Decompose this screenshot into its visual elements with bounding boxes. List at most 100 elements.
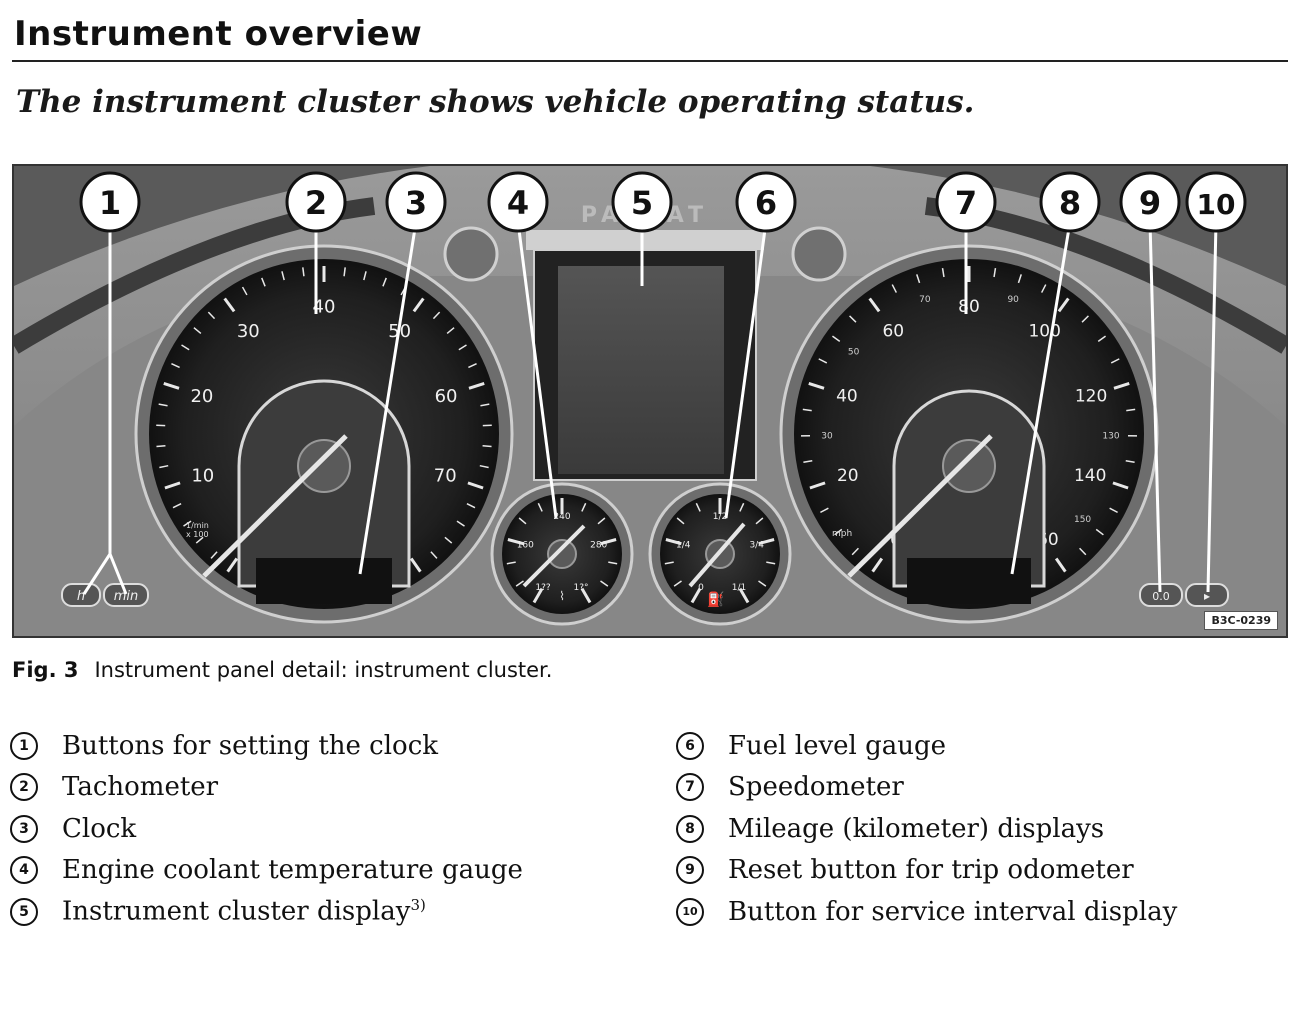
legend-number: 9 (676, 856, 704, 885)
tachometer-tick (158, 403, 168, 407)
legend-number: 4 (10, 856, 38, 885)
callout-marker-circle (611, 171, 673, 233)
page-subtitle: The instrument cluster shows vehicle ope… (16, 84, 975, 120)
clock-hour-button[interactable] (61, 583, 101, 607)
speedometer-tick (871, 557, 884, 573)
clock-buttons[interactable]: h min (61, 583, 149, 607)
tachometer: 01020304050607080 1/min x 100 (134, 244, 514, 624)
tachometer-tick (382, 277, 387, 287)
tachometer-tick (156, 445, 166, 448)
speedometer-tick (1097, 335, 1106, 342)
tachometer-tick (171, 362, 180, 369)
tachometer-tick (195, 536, 204, 544)
legend-item: 3 Clock (10, 808, 523, 850)
callout-line-4 (516, 221, 558, 519)
tachometer-needle (202, 434, 348, 578)
clock-minute-button[interactable] (103, 583, 149, 607)
fuel-gauge-tick-label: 1/2 (713, 512, 727, 522)
fuel-gauge-tick (766, 561, 776, 565)
tachometer-tick (302, 267, 305, 277)
brand-plate (526, 230, 764, 250)
coolant-gauge-tick (537, 502, 543, 512)
speedometer-tick (820, 507, 829, 514)
tachometer-tick (181, 344, 190, 351)
fuel-gauge-tick-label: 0 (698, 583, 704, 593)
mileage-display (907, 558, 1031, 604)
coolant-symbol-icon: ⌇ (559, 589, 565, 603)
coolant-gauge-tick (600, 538, 617, 546)
indicator-ring-right (791, 226, 847, 282)
tachometer-tick-label: 30 (237, 321, 260, 342)
callout-marker-circle (385, 171, 447, 233)
cluster-illustration: 01020304050607080 1/min x 100 0204060801… (14, 166, 1286, 636)
legend-text: Buttons for setting the clock (62, 730, 439, 761)
speedometer-minor-label: 30 (821, 432, 833, 442)
callout-line-1a (82, 553, 112, 595)
fuel-gauge-tick (738, 587, 750, 604)
speedometer-unit: mph (832, 529, 852, 539)
callout-line-9 (1148, 221, 1162, 593)
callout-marker-circle (1039, 171, 1101, 233)
speedometer-minor-label: 90 (1007, 295, 1019, 305)
speedometer-tick (1112, 481, 1129, 490)
callout-marker-label: 10 (1197, 188, 1236, 221)
tachometer-tick (363, 271, 367, 281)
tachometer-tick-label: 20 (190, 386, 213, 407)
speedometer-tick-label: 40 (836, 386, 858, 406)
tachometer-unit-line2: x 100 (186, 530, 209, 539)
tachometer-tick-label: 70 (434, 465, 457, 486)
coolant-gauge-needle (522, 524, 586, 588)
speedometer-tick (916, 274, 921, 284)
callout-marker-label: 8 (1059, 184, 1081, 222)
clock-hour-label: h (77, 589, 85, 604)
tachometer-tick (207, 311, 216, 320)
coolant-gauge-tick-label: 240 (553, 512, 570, 522)
speedometer-tick (818, 358, 828, 364)
tachometer-tick (343, 267, 346, 277)
legend-item: 8 Mileage (kilometer) displays (676, 808, 1177, 850)
coolant-gauge-tick-label: 1?? (535, 583, 551, 593)
legend-number: 1 (10, 731, 38, 760)
legend-item: 2 Tachometer (10, 767, 523, 809)
fuel-pump-icon: ⛽ (707, 591, 724, 608)
legend-text: Mileage (kilometer) displays (728, 813, 1105, 844)
fuel-gauge-tick (690, 587, 702, 604)
fuel-gauge-tick (676, 517, 685, 525)
figure-caption-text: Instrument panel detail: instrument clus… (94, 658, 553, 682)
tachometer-tick (479, 464, 489, 469)
speedometer: 02040608010012014016030507090130150 mph (779, 244, 1159, 624)
callout-marker-circle (935, 171, 997, 233)
speedometer-tick (941, 267, 945, 278)
legend-right-column: 6 Fuel level gauge 7 Speedometer 8 Milea… (676, 725, 1177, 933)
coolant-gauge-tick (580, 587, 592, 604)
legend-text: Fuel level gauge (728, 730, 947, 761)
callout-marker-circle (79, 171, 141, 233)
speedometer-tick (1054, 557, 1067, 573)
speedometer-tick (1057, 297, 1070, 313)
fuel-gauge-tick (758, 538, 775, 546)
callout-marker-label: 4 (507, 184, 529, 222)
legend-number: 10 (676, 897, 704, 926)
trip-reset-label: 0.0 (1152, 590, 1170, 603)
tachometer-tick (456, 520, 465, 527)
fuel-gauge-tick (755, 517, 764, 525)
speedometer-tick (891, 284, 898, 293)
fuel-gauge-tick-label: 1/1 (732, 583, 746, 593)
speedometer-tick (851, 547, 859, 556)
fuel-gauge-tick (695, 502, 701, 512)
fuel-gauge-tick (673, 580, 682, 587)
callout-marker-circle (487, 171, 549, 233)
fuel-gauge-tick-label: 1/4 (676, 540, 691, 550)
speedometer-tick (809, 481, 826, 490)
speedometer-needle (847, 434, 993, 578)
speedometer-tick (803, 460, 813, 464)
coolant-gauge-tick (581, 502, 587, 512)
callout-marker-label: 5 (631, 184, 653, 222)
tachometer-tick (468, 382, 485, 390)
tachometer-tick-label: 40 (313, 296, 336, 317)
tachometer-tick (172, 503, 182, 509)
fuel-gauge-tick-label: 3/4 (749, 540, 764, 550)
legend-item: 7 Speedometer (676, 767, 1177, 809)
speedometer-tick (1095, 528, 1104, 536)
